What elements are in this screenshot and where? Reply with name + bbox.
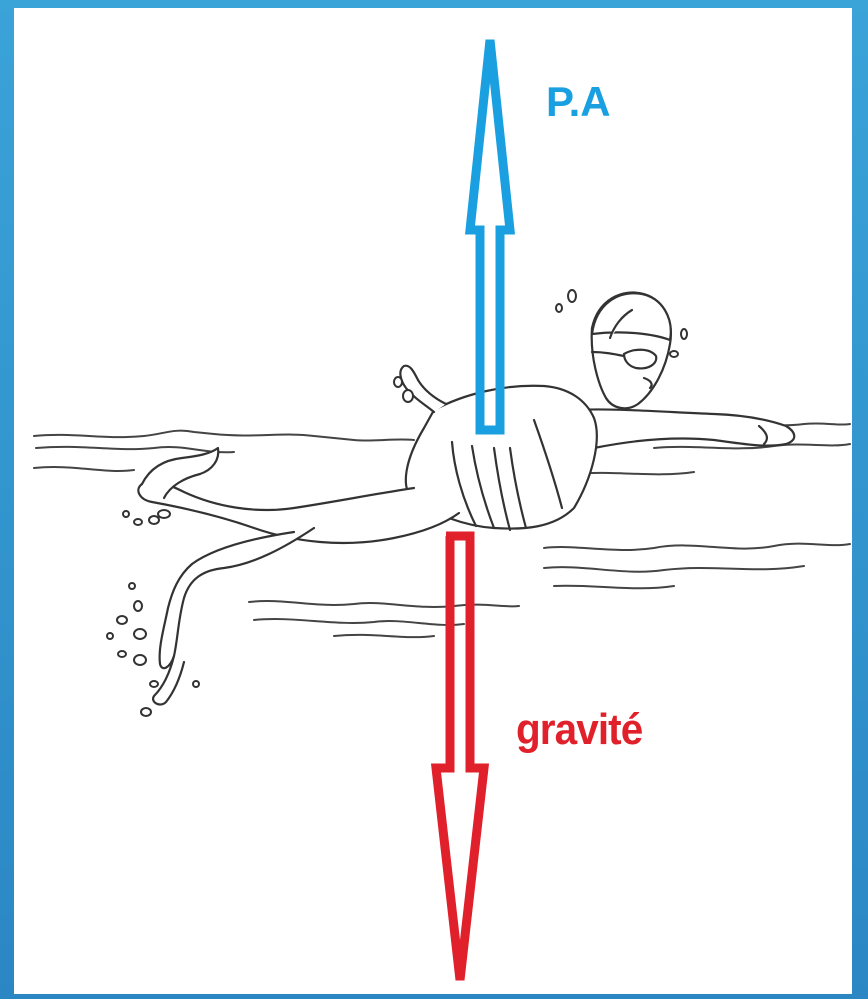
diagram-canvas: P.A gravité [14, 8, 852, 994]
gravity-arrow [436, 536, 484, 980]
swimmer-diagram [14, 8, 852, 994]
gravity-label: gravité [516, 705, 642, 755]
buoyancy-label: P.A [546, 78, 611, 126]
buoyancy-arrow [470, 40, 510, 430]
